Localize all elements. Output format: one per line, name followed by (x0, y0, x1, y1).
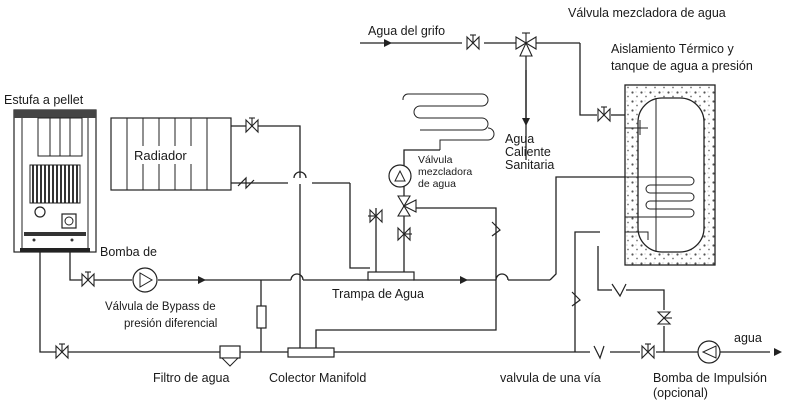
label-check-valve: valvula de una vía (500, 371, 601, 385)
ball-valves (55, 34, 672, 360)
label-bypass-line2: presión diferencial (124, 318, 217, 330)
label-dhw-line1: Agua (505, 132, 534, 146)
label-water: agua (734, 331, 762, 345)
water-filter (219, 345, 241, 367)
bypass-valve (256, 305, 267, 329)
pellet-stove (13, 109, 97, 253)
label-radiator: Radiador (134, 148, 187, 163)
flow-arrows (198, 39, 782, 356)
manifold-collector (287, 347, 335, 358)
pipe-network (39, 42, 770, 353)
label-mix-mid-line1: Válvula (418, 154, 453, 166)
label-mixing-valve-top: Válvula mezcladora de agua (568, 6, 726, 20)
pressure-tank (624, 84, 716, 266)
check-valves (237, 176, 627, 360)
water-trap (367, 271, 415, 281)
label-water-trap: Trampa de Agua (332, 287, 424, 301)
circulation-pump (132, 267, 158, 293)
label-filter: Filtro de agua (153, 371, 229, 385)
label-mix-mid-line2: mezcladora (418, 166, 472, 178)
mixing-valves (397, 32, 537, 217)
label-booster-line2: (opcional) (653, 386, 708, 400)
label-tank-line1: Aislamiento Térmico y (611, 42, 734, 56)
radiator (110, 117, 232, 191)
coil-pump (388, 164, 412, 188)
labels: Estufa a pellet Radiador Agua del grifo … (4, 6, 767, 400)
label-pump: Bomba de (100, 245, 157, 259)
booster-pump (697, 340, 721, 364)
label-bypass-line1: Válvula de Bypass de (105, 301, 216, 313)
label-dhw-line2: Caliente (505, 145, 551, 159)
label-tank-line2: tanque de agua a presión (611, 59, 753, 73)
label-mix-mid-line3: de agua (418, 178, 456, 190)
label-booster-line1: Bomba de Impulsión (653, 371, 767, 385)
label-dhw-line3: Sanitaria (505, 158, 554, 172)
label-stove: Estufa a pellet (4, 93, 84, 107)
label-tap-water: Agua del grifo (368, 24, 445, 38)
label-manifold: Colector Manifold (269, 371, 366, 385)
